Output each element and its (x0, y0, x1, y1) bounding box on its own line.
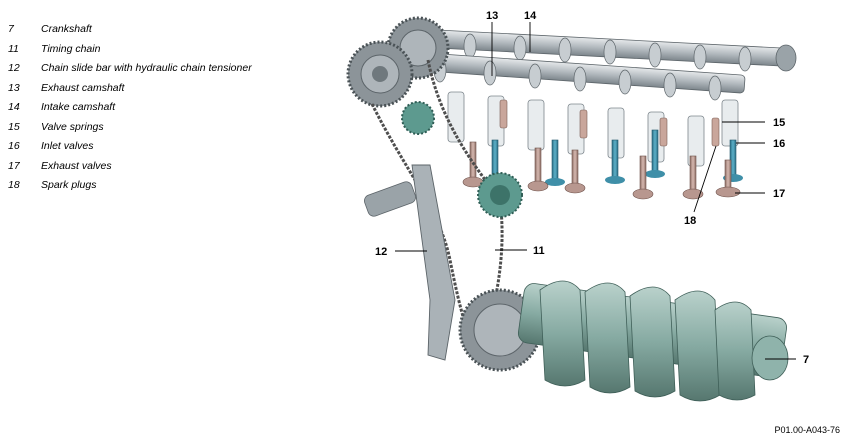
crankshaft (458, 280, 789, 402)
legend-label: Exhaust camshaft (41, 81, 125, 94)
legend-label: Valve springs (41, 120, 104, 133)
spark-plugs (499, 99, 720, 147)
callout-13: 13 (486, 10, 498, 22)
callout-7: 7 (803, 354, 809, 366)
callout-18: 18 (684, 215, 696, 227)
legend-number: 16 (8, 140, 20, 152)
legend-number: 18 (8, 179, 20, 191)
intermediate-gear (401, 101, 523, 218)
legend-label: Crankshaft (41, 23, 92, 35)
camshaft-sprockets (346, 16, 450, 108)
callout-17: 17 (773, 188, 785, 200)
figure-reference: P01.00-A043-76 (774, 425, 840, 435)
legend-number: 15 (8, 120, 20, 133)
legend-number: 12 (8, 62, 20, 74)
callout-14: 14 (524, 10, 537, 22)
legend-row: 16 Inlet valves (8, 140, 308, 160)
legend-row: 7 Crankshaft (8, 23, 308, 43)
legend-row: 15 Valve springs (8, 121, 308, 141)
legend-number: 14 (8, 101, 20, 113)
legend-row: 18 Spark plugs (8, 179, 308, 199)
legend-number: 11 (8, 42, 19, 55)
legend-label: Spark plugs (41, 179, 97, 191)
legend-number: 17 (8, 159, 20, 172)
callout-15: 15 (773, 117, 785, 129)
legend-label: Chain slide bar with hydraulic chain ten… (41, 62, 252, 74)
legend-row: 14 Intake camshaft (8, 101, 308, 121)
callout-11: 11 (533, 245, 545, 257)
valve-springs (447, 91, 739, 167)
legend-label: Inlet valves (41, 140, 94, 152)
exhaust-camshaft (364, 48, 746, 101)
legend-label: Intake camshaft (41, 101, 116, 113)
leader-lines (395, 22, 796, 360)
legend-number: 13 (8, 81, 20, 94)
legend-row: 13 Exhaust camshaft (8, 82, 308, 102)
legend-row: 12 Chain slide bar with hydraulic chain t… (8, 62, 308, 82)
legend-label: Exhaust valves (41, 159, 112, 172)
legend-number: 7 (8, 23, 14, 35)
legend-label: Timing chain (41, 42, 101, 55)
legend-row: 17 Exhaust valves (8, 160, 308, 180)
legend-row: 11 Timing chain (8, 43, 308, 63)
callout-12: 12 (375, 246, 387, 258)
exhaust-valves (462, 141, 741, 200)
chain-slide-bar (364, 164, 456, 361)
intake-camshaft (394, 27, 797, 72)
legend: 7 Crankshaft 11 Timing chain 12 Chain slide… (8, 23, 308, 199)
callout-16: 16 (773, 138, 785, 150)
